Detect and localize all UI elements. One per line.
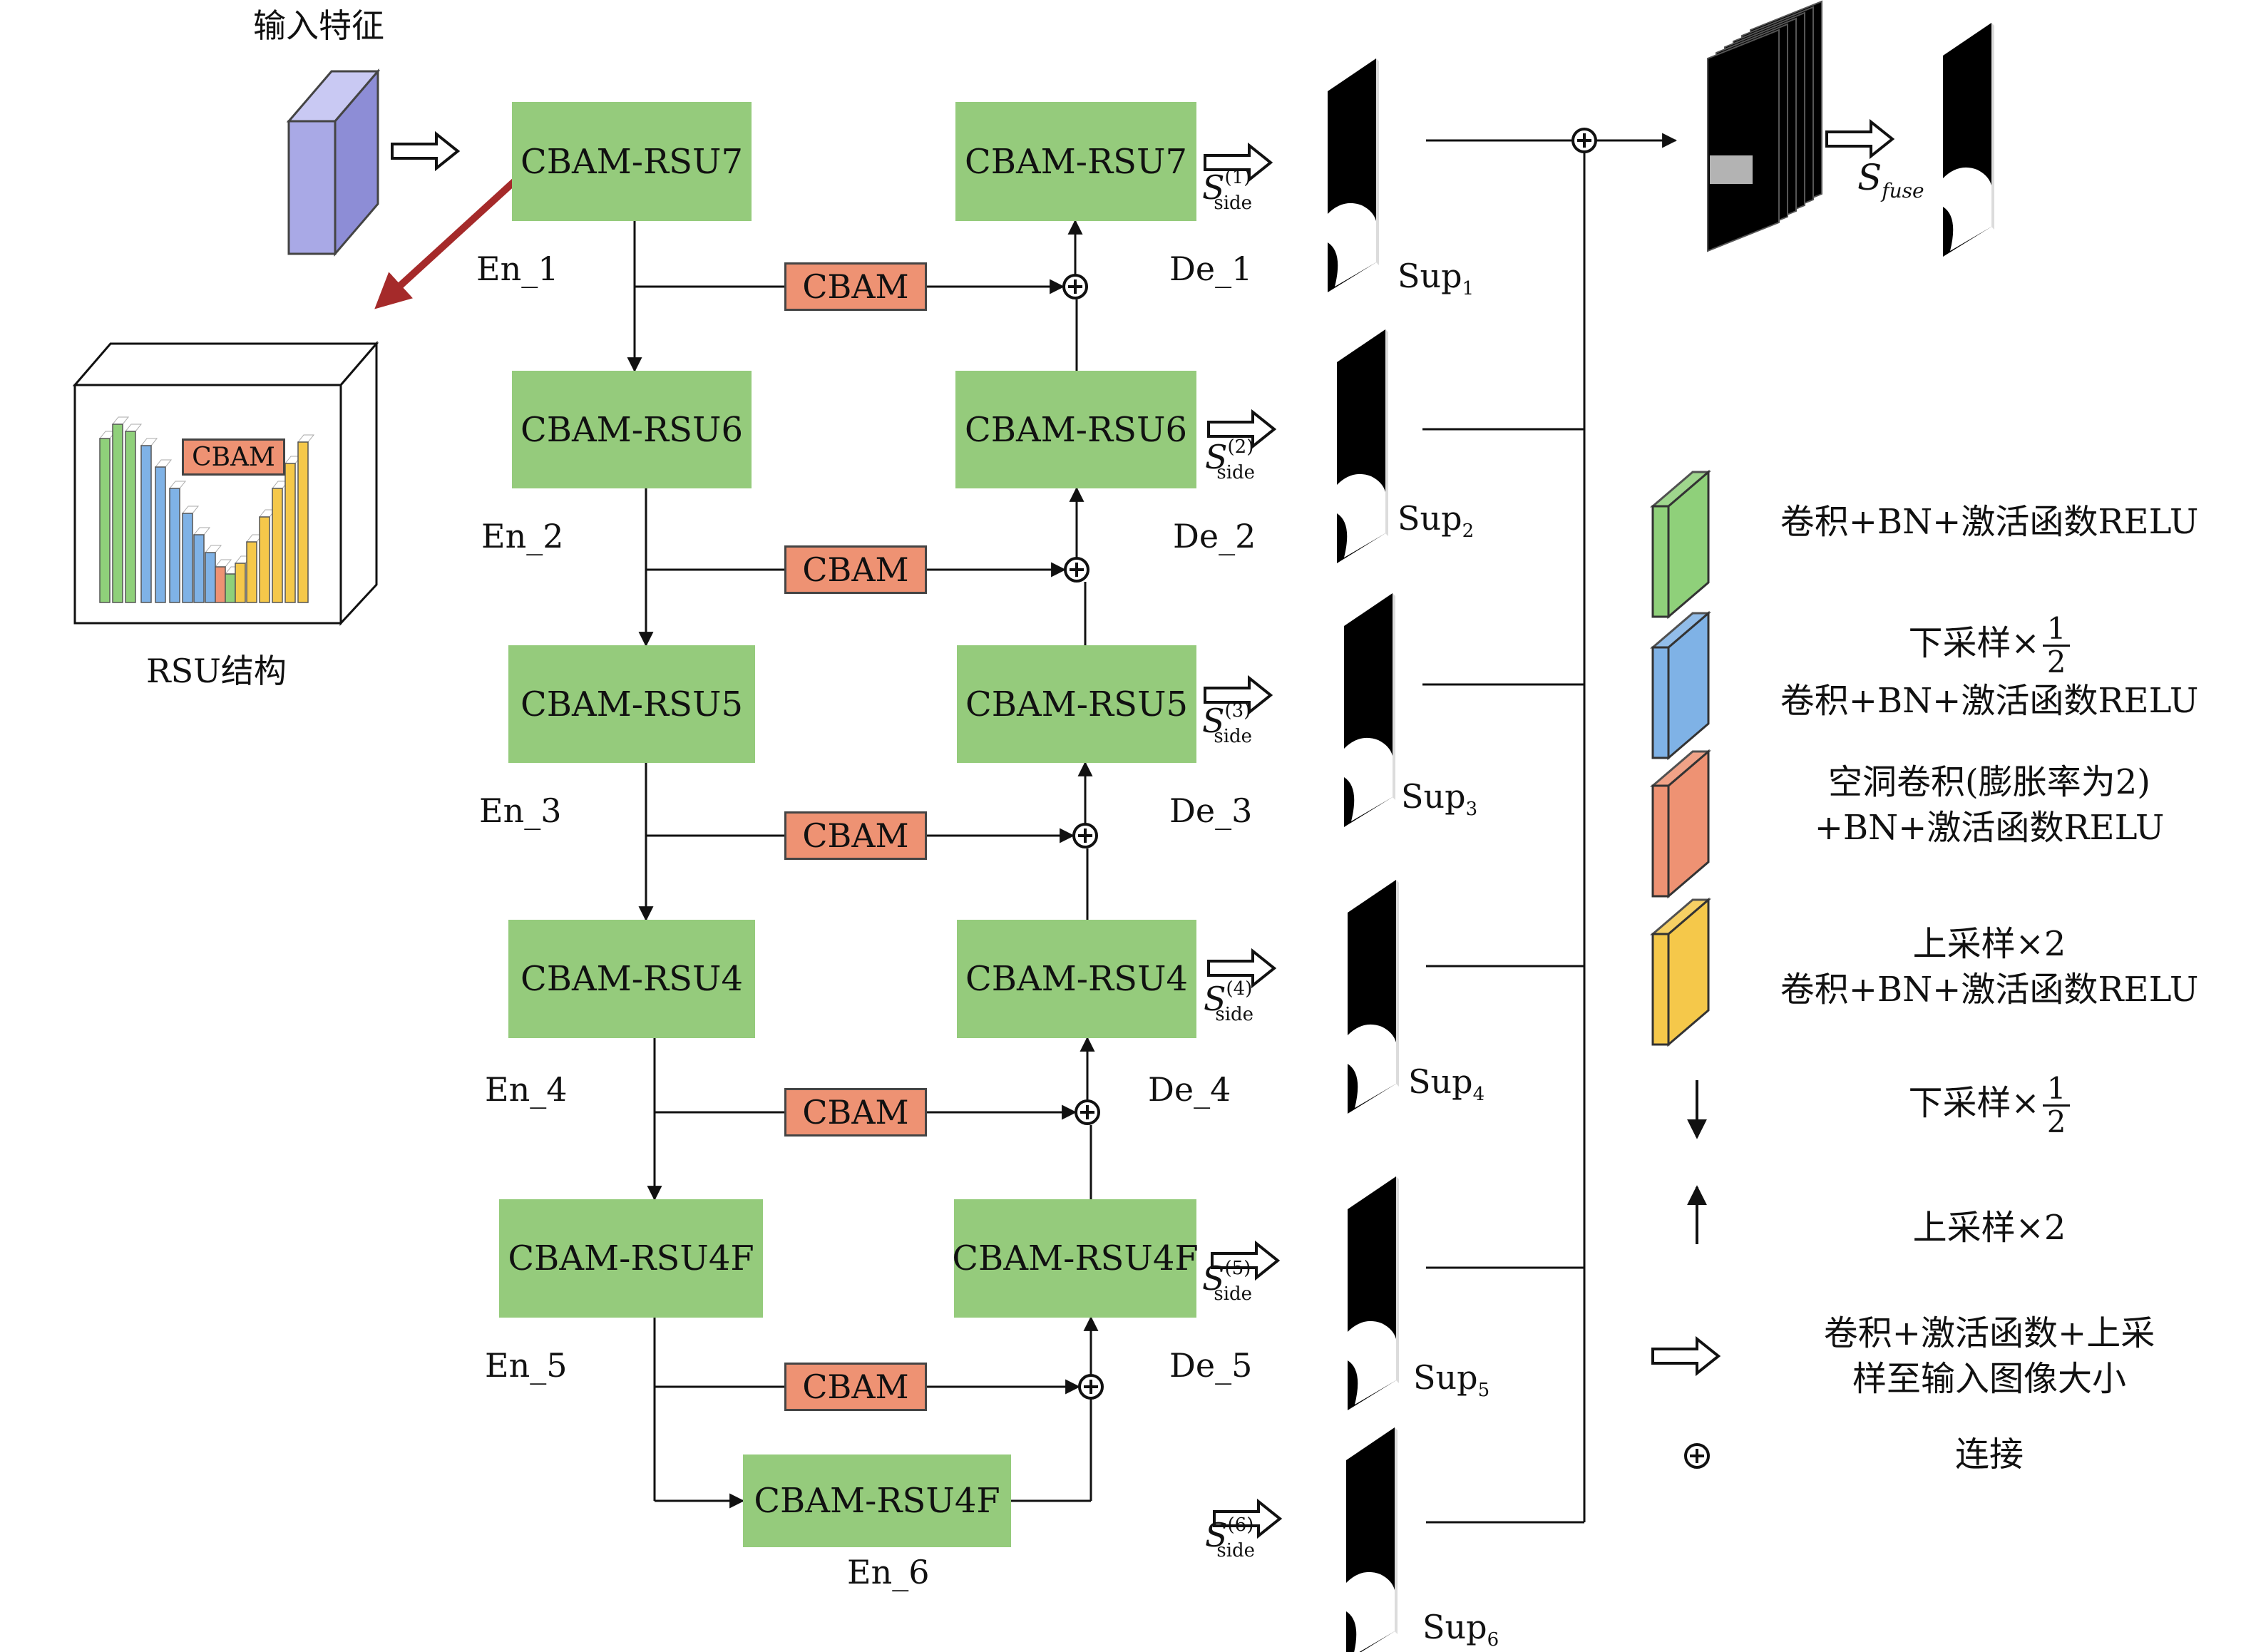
legend-cube-top-2 <box>1649 612 1712 649</box>
legend-cube-front-1 <box>1651 505 1670 618</box>
rsu-bar-13 <box>246 541 257 603</box>
rsu-structure-bars <box>98 416 315 603</box>
rsu-bar-10 <box>215 566 226 603</box>
side-hollow-arrow-5 <box>1211 1242 1279 1279</box>
rsu-bar-16 <box>284 463 296 603</box>
side-hollow-arrow-4 <box>1207 950 1276 987</box>
rsu-bar-11 <box>225 573 236 603</box>
concat-icon-2 <box>1064 557 1089 583</box>
legend-cube-front-4 <box>1651 933 1670 1046</box>
input-hollow-arrow <box>391 133 459 170</box>
rsu-bar-7 <box>182 513 193 603</box>
concat-icon-5 <box>1078 1374 1104 1400</box>
legend-cube-top-3 <box>1649 750 1712 787</box>
fused-layer-1 <box>1707 29 1780 252</box>
rsu-bar-6 <box>169 488 180 603</box>
side-output-maps <box>1328 58 1399 1652</box>
rsu-bar-8 <box>193 534 205 603</box>
rsu-bar-3 <box>125 431 136 603</box>
fuse-result-map <box>1943 23 1994 257</box>
legend-cube-front-3 <box>1651 784 1670 898</box>
sup-map-1 <box>1328 58 1379 292</box>
fused-map-stack <box>1707 0 1994 257</box>
sup-map-2 <box>1337 329 1388 563</box>
rsu-bar-12 <box>235 563 246 603</box>
input-feature-cube <box>286 68 381 257</box>
legend-cube-top-4 <box>1649 898 1712 935</box>
rsu-bar-9 <box>205 552 216 603</box>
concat-icon-4 <box>1075 1099 1100 1125</box>
side-hollow-arrow-2 <box>1207 411 1276 448</box>
legend-cubes <box>1649 469 1712 1047</box>
legend-concat-icon <box>1684 1443 1710 1469</box>
legend-cube-top-1 <box>1649 471 1712 508</box>
fused-highlight <box>1710 155 1753 184</box>
sup-map-3 <box>1344 593 1395 827</box>
rsu-detail-arrow <box>374 170 527 309</box>
rsu-bar-5 <box>155 466 166 603</box>
side-hollow-arrow-1 <box>1204 144 1272 181</box>
sup-map-4 <box>1348 880 1399 1114</box>
concat-icon-1 <box>1062 274 1088 299</box>
rsu-bar-2 <box>112 424 123 603</box>
side-hollow-arrow-3 <box>1204 677 1272 714</box>
concat-icon-3 <box>1072 823 1098 848</box>
sup-map-5 <box>1348 1176 1399 1410</box>
rsu-bar-17 <box>297 441 309 603</box>
sup-map-6 <box>1346 1427 1398 1652</box>
legend-hollow-arrow-icon <box>1651 1338 1720 1375</box>
rsu-bar-14 <box>259 516 270 603</box>
fuse-concat-icon <box>1571 128 1597 153</box>
side-hollow-arrow-6 <box>1213 1500 1281 1537</box>
rsu-bar-15 <box>272 488 283 603</box>
rsu-bar-1 <box>99 438 111 603</box>
rsu-bar-4 <box>140 445 152 603</box>
fuse-hollow-arrow <box>1825 120 1894 158</box>
connections <box>627 128 1678 1537</box>
legend-cube-front-2 <box>1651 646 1670 759</box>
